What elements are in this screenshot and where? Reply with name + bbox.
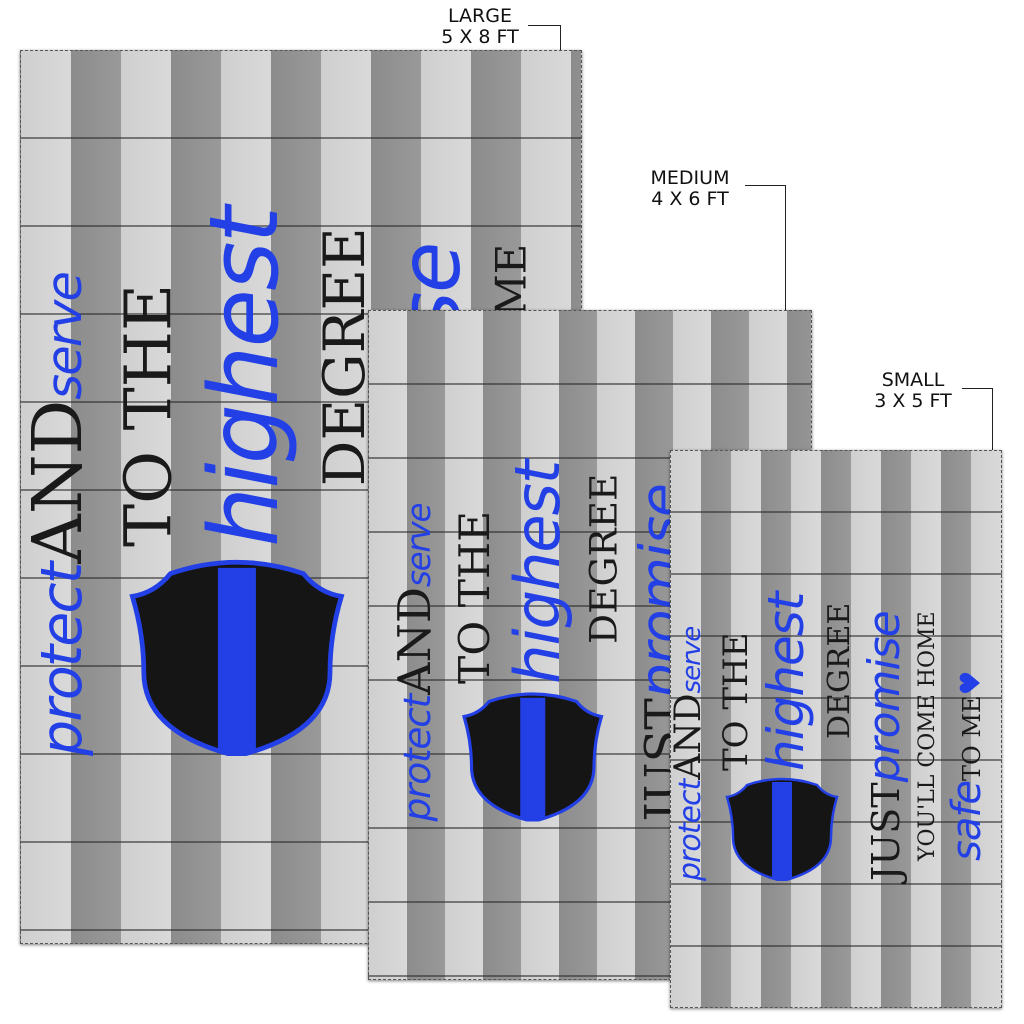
size-label-small: SMALL 3 X 5 FT [858, 370, 968, 412]
heart-icon: ♥ [954, 670, 987, 696]
text-protect: protect [29, 563, 97, 756]
design-wrap: protectANDserve TO THE highest DEGREE JU… [21, 51, 581, 943]
text-to-me: TO ME [958, 695, 986, 781]
rug-design: protectANDserve TO THE highest DEGREE JU… [390, 311, 807, 979]
rug-small: protectANDserve TO THE highest DEGREE JU… [670, 450, 1002, 1008]
design-wrap: protectANDserve TO THE highest DEGREE JU… [671, 451, 1001, 1007]
police-shield-icon [461, 692, 604, 822]
size-label-medium: MEDIUM 4 X 6 FT [635, 168, 745, 210]
text-come-home: YOU'LL COME HOME [915, 611, 940, 861]
text-degree: DEGREE [822, 602, 857, 739]
text-promise: promise [859, 611, 910, 783]
leader-line-small [962, 388, 993, 451]
size-dims: 4 X 6 FT [651, 188, 729, 210]
text-serve: serve [37, 272, 95, 400]
text-to-the: TO THE [716, 632, 756, 771]
size-name: MEDIUM [650, 167, 730, 189]
line-protect-and-serve: protectANDserve [671, 627, 711, 881]
size-label-large: LARGE 5 X 8 FT [425, 6, 535, 48]
line-safe-to-me: safeTO ME♥ [944, 670, 990, 861]
text-to-the: TO THE [450, 510, 501, 684]
text-highest: highest [189, 207, 300, 547]
size-dims: 3 X 5 FT [874, 390, 952, 412]
text-serve: serve [401, 503, 440, 588]
size-name: SMALL [881, 369, 945, 391]
rug-design: protectANDserve TO THE highest DEGREE JU… [671, 451, 1001, 1007]
police-shield-icon [725, 777, 839, 881]
leader-line-medium [745, 185, 786, 311]
text-serve: serve [677, 626, 707, 694]
text-protect: protect [673, 779, 708, 881]
text-to-the: TO THE [111, 283, 188, 547]
line-protect-and-serve: protectANDserve [390, 503, 444, 822]
police-shield-icon [129, 559, 345, 756]
design-wrap: protectANDserve TO THE highest DEGREE JU… [390, 311, 807, 979]
text-and: AND [670, 693, 709, 780]
text-protect: protect [396, 694, 441, 822]
text-and: AND [20, 399, 99, 564]
size-name: LARGE [448, 5, 512, 27]
text-highest: highest [757, 592, 815, 771]
leader-line-large [528, 25, 561, 51]
size-dims: 5 X 8 FT [441, 26, 519, 48]
rug-design: protectANDserve TO THE highest DEGREE JU… [21, 51, 581, 943]
text-and: AND [390, 587, 442, 695]
text-safe: safe [944, 780, 990, 861]
text-degree: DEGREE [582, 473, 627, 644]
text-highest: highest [501, 460, 575, 684]
line-just-promise: JUSTpromise [859, 611, 910, 881]
line-protect-and-serve: protectANDserve [21, 272, 102, 756]
text-just: JUST [864, 782, 908, 881]
